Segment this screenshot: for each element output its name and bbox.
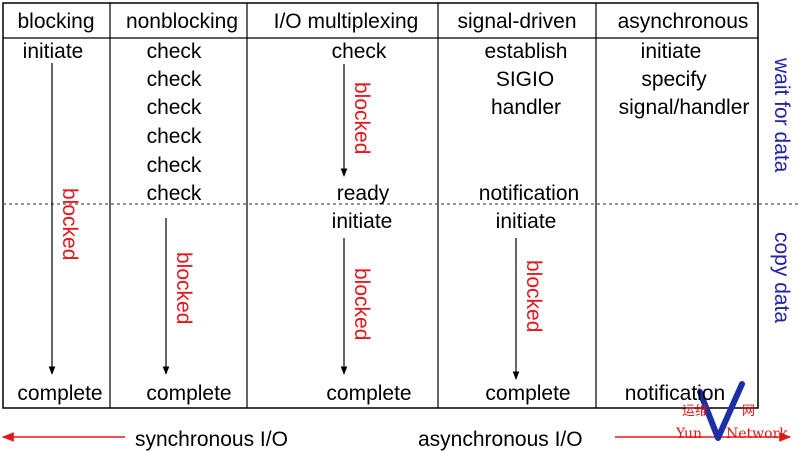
- nonblocking-check-2: check: [146, 68, 202, 91]
- header-asynchronous: asynchronous: [617, 10, 749, 33]
- phase-wait-for-data: wait for data: [770, 58, 793, 173]
- nonblocking-blocked: blocked: [172, 252, 195, 325]
- nonblocking-check-3: check: [146, 96, 202, 119]
- label-asynchronous-io: asynchronous I/O: [418, 428, 583, 451]
- async-initiate: initiate: [640, 40, 702, 63]
- nonblocking-check-1: check: [146, 40, 202, 63]
- nonblocking-check-6: check: [146, 182, 202, 205]
- multiplexing-blocked-wait: blocked: [350, 82, 373, 155]
- nonblocking-check-4: check: [146, 125, 202, 148]
- signal-initiate: initiate: [495, 210, 557, 233]
- multiplexing-complete: complete: [326, 382, 412, 405]
- blocking-blocked: blocked: [58, 188, 81, 261]
- async-specify: specify: [641, 68, 707, 91]
- watermark-v-logo: [697, 381, 745, 441]
- signal-establish: establish: [484, 40, 568, 63]
- nonblocking-complete: complete: [146, 382, 232, 405]
- watermark-cn-right: 网: [742, 404, 756, 419]
- header-io-multiplexing: I/O multiplexing: [273, 10, 419, 33]
- header-signal-driven: signal-driven: [457, 10, 577, 33]
- phase-copy-data: copy data: [770, 232, 793, 324]
- multiplexing-check: check: [331, 40, 387, 63]
- label-synchronous-io: synchronous I/O: [135, 428, 288, 451]
- table-border: [2, 2, 759, 409]
- multiplexing-ready: ready: [336, 182, 390, 205]
- signal-handler: handler: [490, 96, 562, 119]
- signal-notification: notification: [478, 182, 580, 205]
- blocking-initiate: initiate: [22, 40, 84, 63]
- signal-complete: complete: [485, 382, 571, 405]
- async-notification: notification: [624, 382, 726, 405]
- watermark-en-left: Yun: [676, 426, 703, 442]
- signal-blocked: blocked: [522, 260, 545, 333]
- watermark-cn-left: 运维: [682, 404, 709, 419]
- watermark-en-right: Network: [726, 426, 788, 442]
- multiplexing-initiate: initiate: [331, 210, 393, 233]
- blocking-complete: complete: [17, 382, 103, 405]
- nonblocking-check-5: check: [146, 154, 202, 177]
- header-nonblocking: nonblocking: [125, 10, 239, 33]
- multiplexing-blocked-copy: blocked: [350, 268, 373, 341]
- header-blocking: blocking: [17, 10, 95, 33]
- async-signal-handler: signal/handler: [618, 96, 750, 119]
- signal-sigio: SIGIO: [495, 68, 555, 91]
